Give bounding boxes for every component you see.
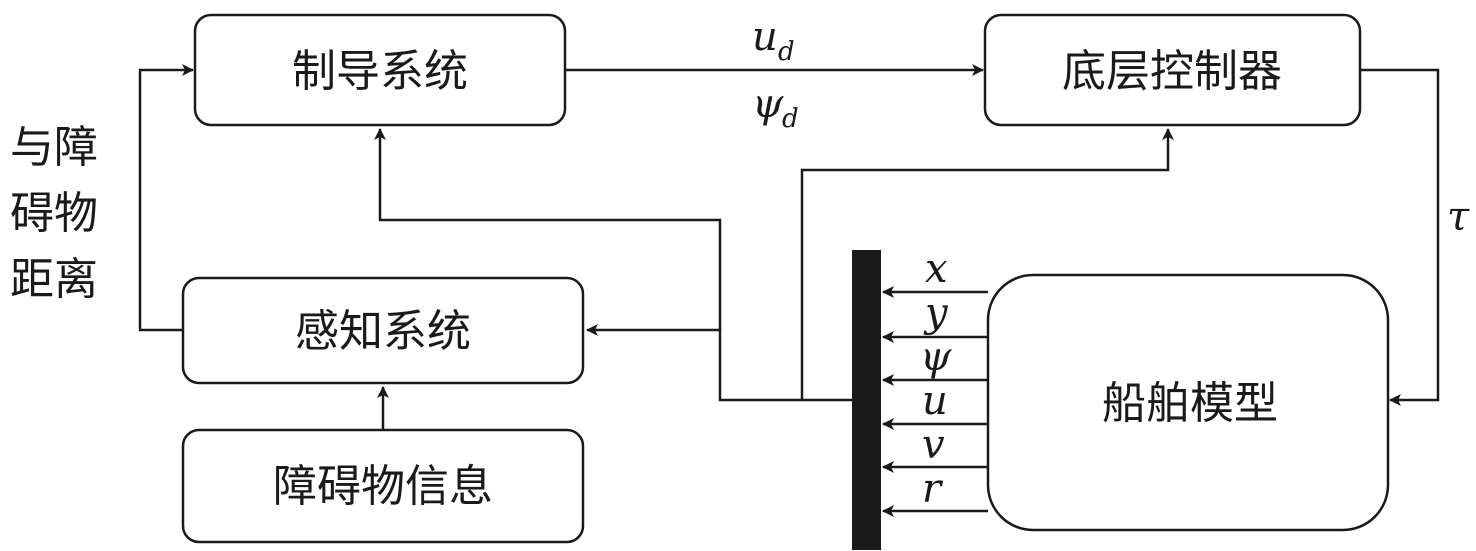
state-labels: x y ψ u v r — [920, 246, 952, 512]
state-label-x: x — [925, 246, 948, 292]
state-label-r: r — [922, 466, 944, 512]
low-level-controller-block: 底层控制器 — [983, 13, 1362, 127]
ship-model-label: 船舶模型 — [1102, 378, 1278, 429]
obstacle-info-block: 障碍物信息 — [181, 428, 585, 544]
ship-model-block: 船舶模型 — [986, 273, 1390, 532]
side-label-line-1: 与障 — [10, 122, 98, 173]
state-label-y: y — [923, 290, 949, 336]
state-label-u: u — [922, 378, 948, 424]
perception-to-guidance-wire — [138, 64, 194, 332]
bus-to-guidance-wire — [374, 128, 722, 330]
obstacle-info-label: 障碍物信息 — [273, 461, 493, 512]
state-label-v: v — [922, 422, 945, 468]
psid-sub: d — [782, 104, 799, 134]
side-label-line-3: 距离 — [10, 254, 98, 305]
ud-label: u d — [752, 14, 795, 67]
perception-system-label: 感知系统 — [295, 306, 471, 357]
bus-to-perception-wire — [586, 324, 852, 402]
guidance-system-block: 制导系统 — [193, 13, 567, 127]
obstacle-distance-label: 与障 碍物 距离 — [10, 122, 98, 305]
guidance-system-label: 制导系统 — [292, 46, 468, 97]
perception-system-block: 感知系统 — [181, 276, 585, 385]
low-level-controller-label: 底层控制器 — [1062, 46, 1282, 97]
bus-to-controller-wire — [800, 128, 1174, 400]
psid-main: ψ — [752, 81, 784, 127]
ud-main: u — [752, 14, 778, 60]
state-bus-bar — [852, 250, 881, 550]
controller-to-ship-wire — [1360, 68, 1440, 406]
psid-label: ψ d — [752, 81, 799, 134]
state-label-psi: ψ — [920, 334, 952, 380]
state-arrows — [882, 286, 988, 517]
side-label-line-2: 碍物 — [10, 188, 98, 239]
ud-sub: d — [778, 37, 795, 67]
tau-label: τ — [1447, 194, 1470, 240]
